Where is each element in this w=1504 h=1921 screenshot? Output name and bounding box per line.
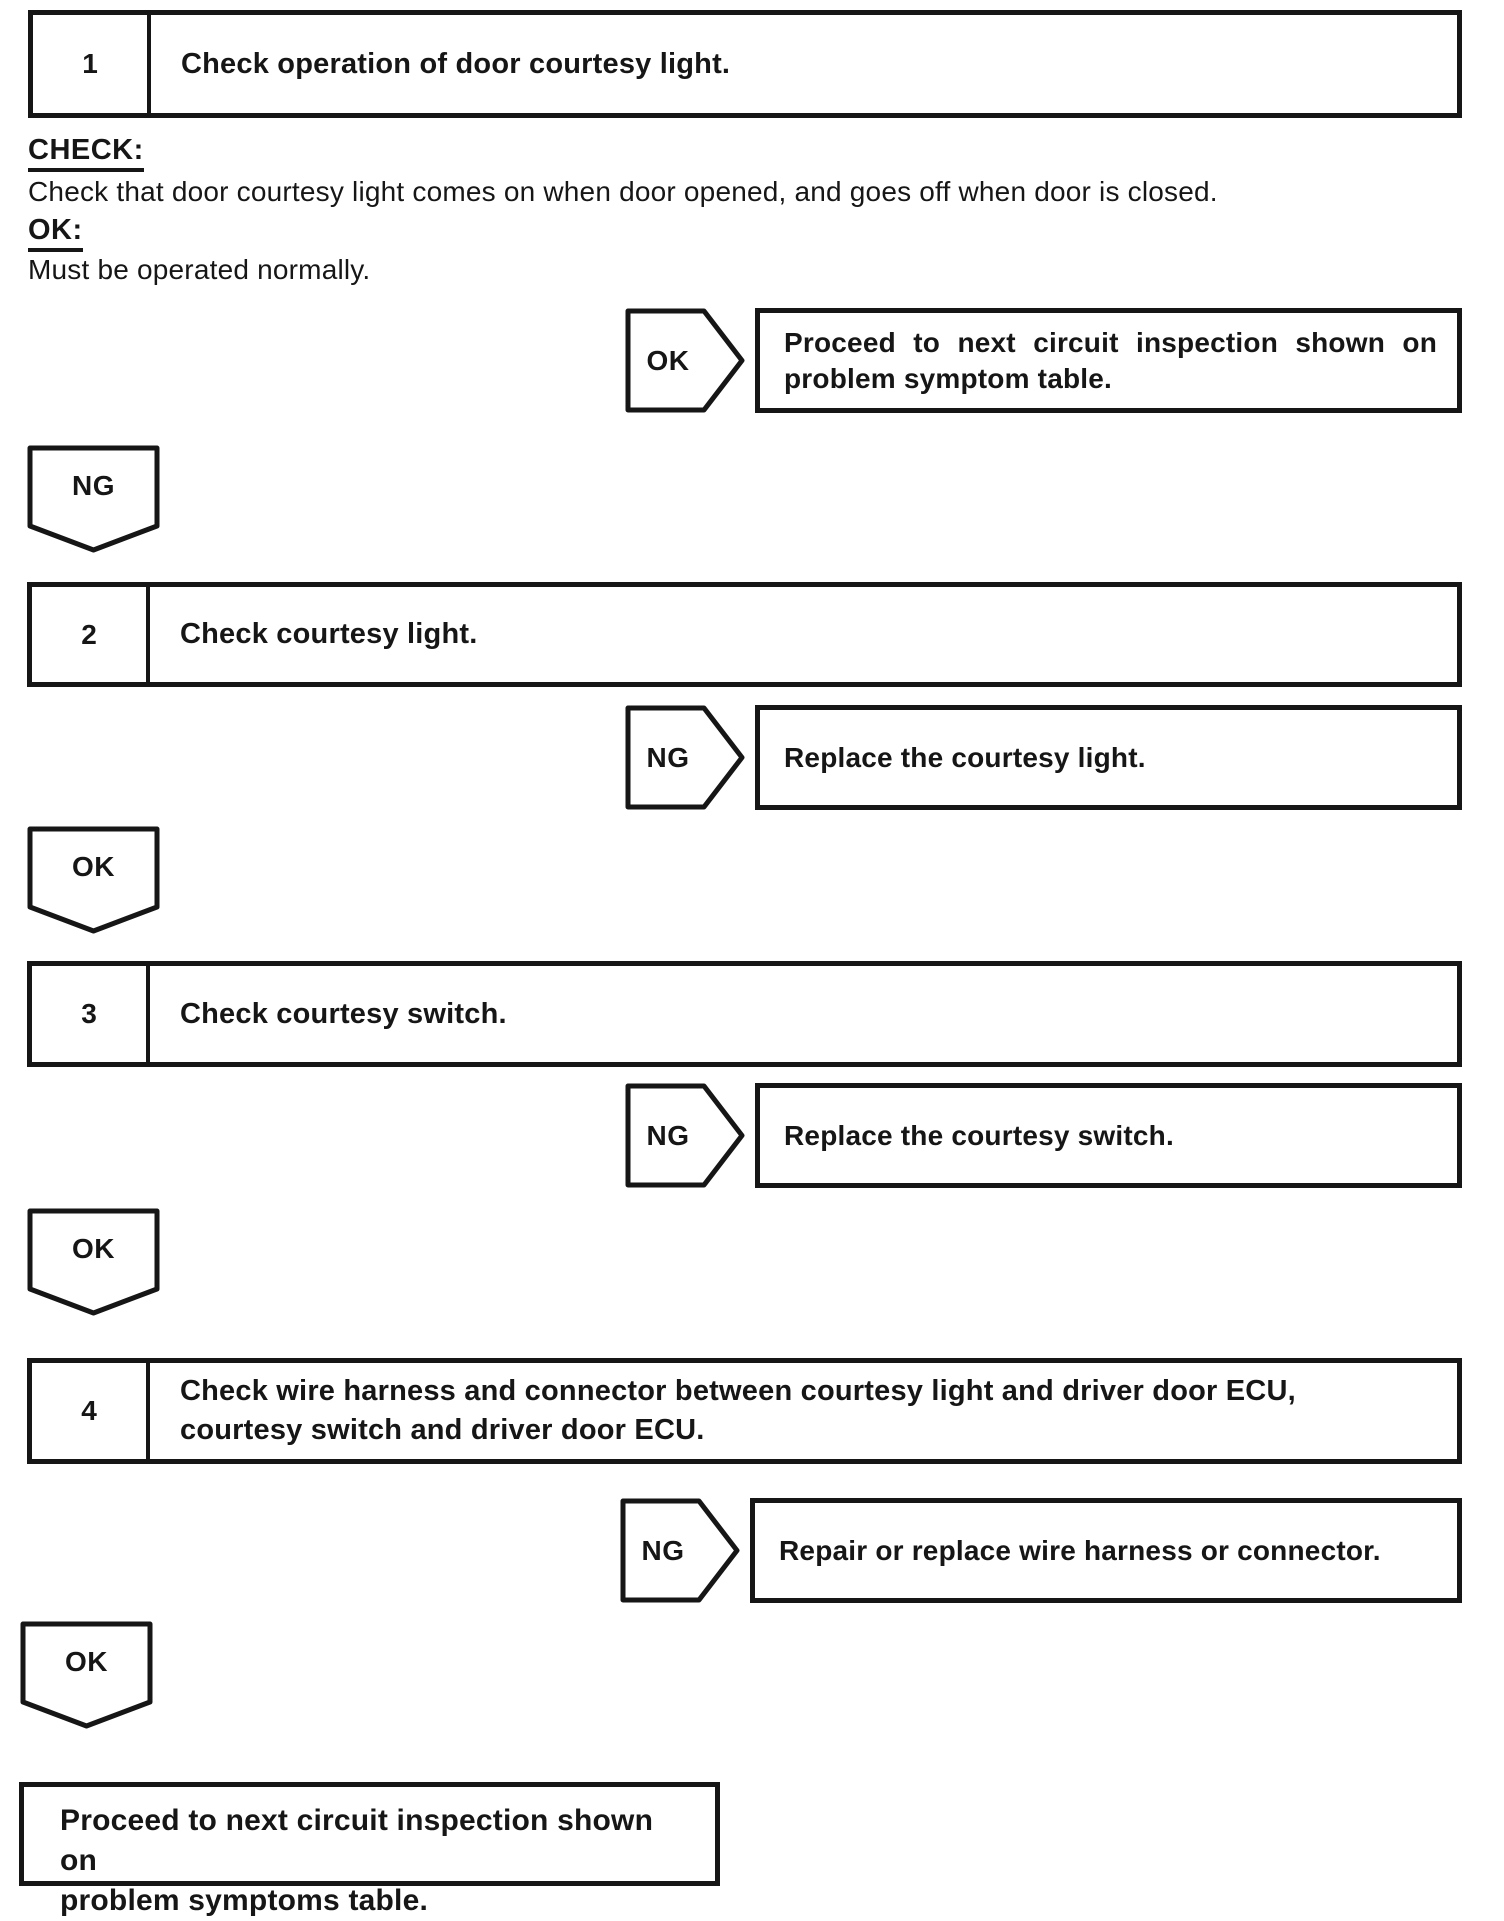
step-box-1: 1 Check operation of door courtesy light… — [28, 10, 1462, 118]
final-box-line1: Proceed to next circuit inspection shown… — [60, 1804, 654, 1877]
final-box: Proceed to next circuit inspection shown… — [19, 1782, 720, 1917]
step-3-title: Check courtesy switch. — [180, 997, 507, 1030]
pentagon-down-icon — [27, 826, 160, 934]
pentagon-right-icon — [625, 1083, 745, 1188]
step-4-number: 4 — [32, 1363, 150, 1459]
result-box-4: Repair or replace wire harness or connec… — [750, 1498, 1462, 1603]
step-1-title: Check operation of door courtesy light. — [181, 47, 731, 80]
step-4-title-line2: courtesy switch and driver door ECU. — [180, 1414, 705, 1446]
ok-heading: OK: — [28, 214, 83, 252]
step-4-title-line1: Check wire harness and connector between… — [180, 1375, 1296, 1407]
ng-branch-tag-2-label: NG — [646, 741, 690, 773]
ng-branch-tag-3-label: NG — [646, 1119, 690, 1151]
ng-flow-marker-1-label: NG — [72, 470, 115, 501]
result-box-2-text: Replace the courtesy light. — [784, 741, 1146, 773]
pentagon-right-icon — [625, 705, 745, 810]
step-2-title: Check courtesy light. — [180, 618, 478, 650]
check-heading: CHECK: — [28, 134, 144, 172]
step-box-3: 3 Check courtesy switch. — [27, 961, 1462, 1067]
ok-flow-marker-3-label: OK — [65, 1646, 108, 1677]
pentagon-right-icon — [625, 308, 745, 413]
pentagon-down-icon — [27, 1208, 160, 1316]
result-box-1: Proceed to next circuit inspection shown… — [755, 308, 1462, 413]
ng-branch-tag-4-label: NG — [641, 1534, 685, 1566]
step-1-number: 1 — [33, 15, 151, 113]
ok-flow-marker-2-label: OK — [72, 1233, 115, 1264]
ok-flow-marker-1-label: OK — [72, 851, 115, 882]
step-box-4: 4 Check wire harness and connector betwe… — [27, 1358, 1462, 1464]
ng-branch-tag-2: NG — [625, 705, 745, 810]
ng-branch-tag-3: NG — [625, 1083, 745, 1188]
pentagon-down-icon — [20, 1621, 153, 1729]
ok-branch-tag-1: OK — [625, 308, 745, 413]
pentagon-down-icon — [27, 445, 160, 553]
step-3-number: 3 — [32, 966, 150, 1062]
result-box-4-text: Repair or replace wire harness or connec… — [779, 1534, 1381, 1566]
check-text: Check that door courtesy light comes on … — [28, 176, 1218, 207]
ng-flow-marker-1: NG — [27, 445, 160, 553]
result-box-3-text: Replace the courtesy switch. — [784, 1119, 1174, 1151]
pentagon-right-icon — [620, 1498, 740, 1603]
step-box-2: 2 Check courtesy light. — [27, 582, 1462, 687]
ok-branch-tag-1-label: OK — [646, 344, 690, 376]
ok-flow-marker-1: OK — [27, 826, 160, 934]
ok-flow-marker-2: OK — [27, 1208, 160, 1316]
final-box-line2: problem symptoms table. — [60, 1884, 429, 1917]
ok-text: Must be operated normally. — [28, 254, 371, 285]
result-box-2: Replace the courtesy light. — [755, 705, 1462, 810]
ok-flow-marker-3: OK — [20, 1621, 153, 1729]
ng-branch-tag-4: NG — [620, 1498, 740, 1603]
result-box-3: Replace the courtesy switch. — [755, 1083, 1462, 1188]
result-box-1-line1: Proceed to next circuit inspection shown… — [784, 326, 1437, 358]
step-2-number: 2 — [32, 587, 150, 682]
result-box-1-line2: problem symptom table. — [784, 362, 1113, 394]
